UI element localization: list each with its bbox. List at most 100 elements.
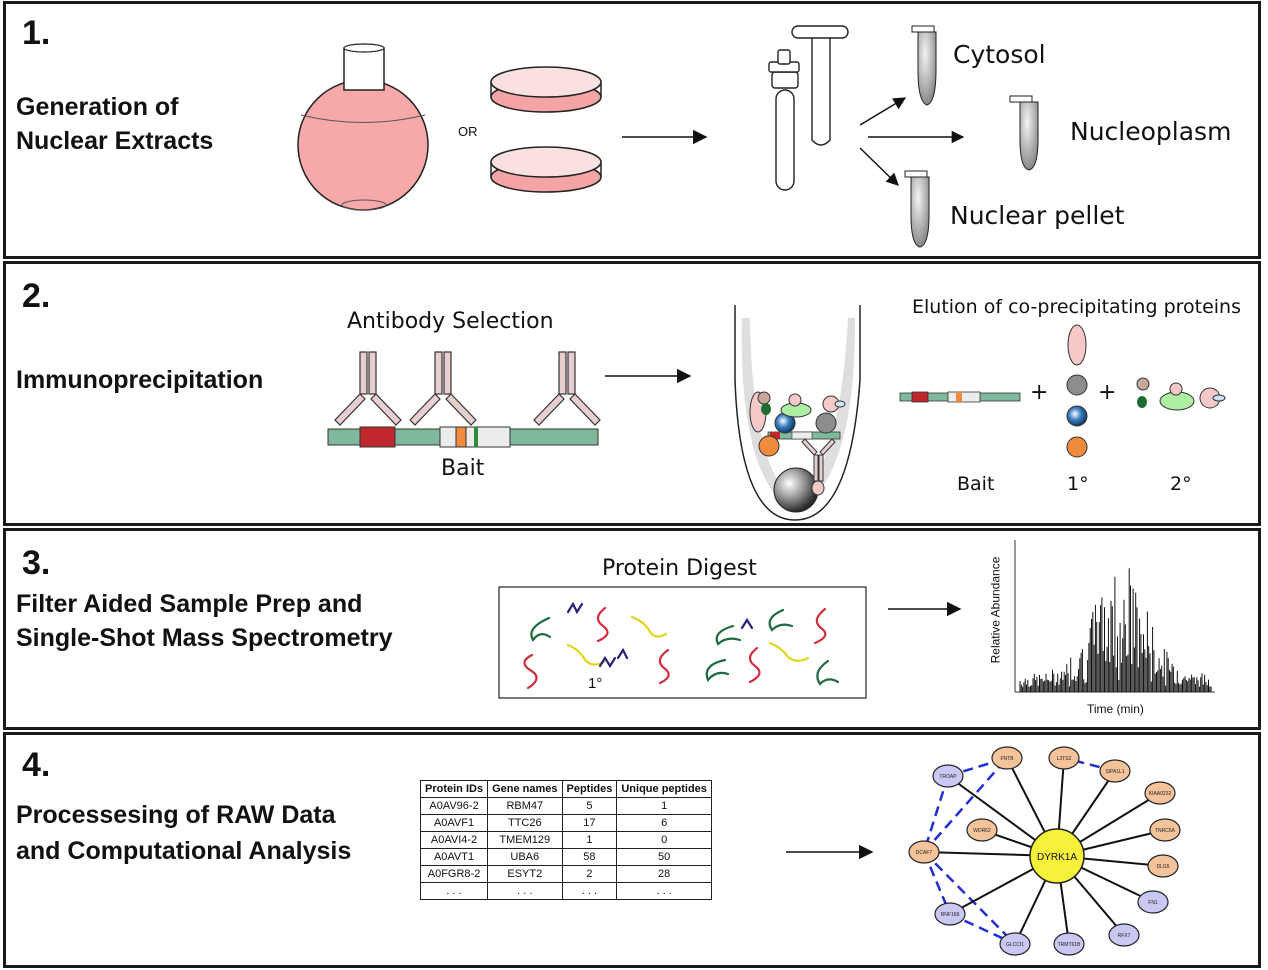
network-dashed-edge	[949, 912, 1016, 946]
petri-dish-top	[490, 66, 602, 113]
table-cell: A0AVF1	[419, 814, 489, 832]
spectrum-y-axis-label: Relative Abundance	[988, 556, 1003, 664]
table-cell: 50	[616, 848, 712, 866]
table-cell: 28	[616, 865, 712, 883]
network-node-label: RFX7	[1118, 933, 1131, 939]
step2-number: 2.	[22, 277, 51, 315]
network-node-label: SIPA1L1	[1105, 769, 1125, 775]
network-hub-node	[1029, 828, 1085, 884]
table-cell: 0	[616, 831, 712, 849]
table-cell: A0FGR8-2	[419, 865, 489, 883]
ip-tube	[734, 305, 861, 521]
table-cell: 1	[616, 797, 712, 815]
table-cell: UBA6	[487, 848, 563, 866]
table-cell: A0AVI4-2	[419, 831, 489, 849]
network-dashed-edge	[923, 757, 1008, 853]
network-node-label: TNRC6A	[1155, 828, 1176, 834]
network-node-label: WDR62	[973, 828, 991, 834]
plus-sign-2: +	[1098, 380, 1117, 405]
column-header: Protein IDs	[419, 780, 489, 798]
table-cell: . . .	[616, 882, 712, 900]
antibody-selection-label: Antibody Selection	[347, 309, 554, 334]
elution-secondary-label: 2°	[1170, 473, 1192, 495]
elution-bait-label: Bait	[957, 473, 995, 495]
tube-icons	[904, 25, 1039, 248]
step3-title-line2: Single-Shot Mass Spectrometry	[16, 624, 393, 652]
network-node-label: KIAA0232	[1149, 791, 1172, 797]
fraction-arrows	[859, 97, 965, 186]
step2-title: Immunoprecipitation	[16, 366, 264, 394]
panel-step2	[3, 261, 1261, 526]
network-node	[1108, 923, 1140, 947]
network-node	[1048, 746, 1080, 770]
column-header: Peptides	[561, 780, 618, 798]
network-node-label: GLCCI1	[1006, 942, 1024, 948]
step3-title-line1: Filter Aided Sample Prep and	[16, 590, 363, 618]
table-cell: TTC26	[487, 814, 563, 832]
table-cell: 1	[561, 831, 618, 849]
table-cell: 17	[561, 814, 618, 832]
network-hub-label: DYRK1A	[1037, 852, 1077, 863]
network-node-label: DLG5	[1156, 864, 1169, 870]
table-cell: A0AV96-2	[419, 797, 489, 815]
plus-sign-1: +	[1030, 380, 1049, 405]
step4-title-line1: Processesing of RAW Data	[16, 801, 336, 829]
table-row: . . .. . .. . .. . .	[419, 882, 712, 900]
protein-table: Protein IDs Gene names Peptides Unique p…	[419, 780, 712, 900]
network-dashed-edge	[922, 775, 950, 853]
table-cell: 6	[616, 814, 712, 832]
elution-label: Elution of co-precipitating proteins	[912, 296, 1242, 318]
panel-step3	[3, 528, 1261, 730]
network-node	[908, 840, 940, 864]
network-node	[1137, 890, 1169, 914]
network-node	[932, 764, 964, 788]
network-node	[1147, 854, 1179, 878]
step4-title-line2: and Computational Analysis	[16, 837, 352, 865]
table-cell: 2	[561, 865, 618, 883]
protein-digest-label: Protein Digest	[602, 556, 757, 581]
network-node-label: L3TS2	[1057, 756, 1072, 762]
elution-products	[899, 324, 1226, 458]
round-bottom-flask	[297, 43, 429, 211]
network-node	[999, 932, 1031, 956]
network-node	[1149, 818, 1181, 842]
step4-number: 4.	[22, 746, 51, 784]
network-node-label: FN1	[1148, 900, 1158, 906]
mass-spectrum	[1014, 540, 1215, 693]
network-node	[934, 902, 966, 926]
table-cell: ESYT2	[487, 865, 563, 883]
digest-box	[498, 586, 867, 699]
network-node	[1053, 932, 1085, 956]
table-cell: TMEM129	[487, 831, 563, 849]
column-header: Gene names	[487, 780, 563, 798]
digest-primary-label: 1°	[588, 675, 603, 692]
step1-title-line1: Generation of	[16, 93, 179, 121]
network-node-label: TROAP	[939, 774, 957, 780]
network-node	[1099, 759, 1131, 783]
bait-label: Bait	[441, 456, 485, 481]
step1-title-line2: Nuclear Extracts	[16, 127, 214, 155]
network-node	[1144, 781, 1176, 805]
step1-number: 1.	[22, 14, 51, 52]
antibody-icons	[334, 351, 601, 426]
network-node-label: RNF169	[941, 912, 960, 918]
network-node-label: TRMT61B	[1058, 942, 1081, 948]
panel-step4	[3, 732, 1261, 968]
column-header: Unique peptides	[616, 780, 712, 798]
petri-dish-bottom	[490, 146, 602, 193]
bait-bar	[327, 426, 599, 448]
peptide-squiggles	[523, 601, 840, 690]
spectrum-x-axis-label: Time (min)	[1087, 702, 1144, 716]
table-cell: . . .	[561, 882, 618, 900]
network-node-label: DCAF7	[916, 850, 933, 856]
table-cell: A0AVT1	[419, 848, 489, 866]
fraction-cytosol: Cytosol	[953, 40, 1046, 69]
table-cell: 58	[561, 848, 618, 866]
table-cell: 5	[561, 797, 618, 815]
network-node	[991, 746, 1023, 770]
